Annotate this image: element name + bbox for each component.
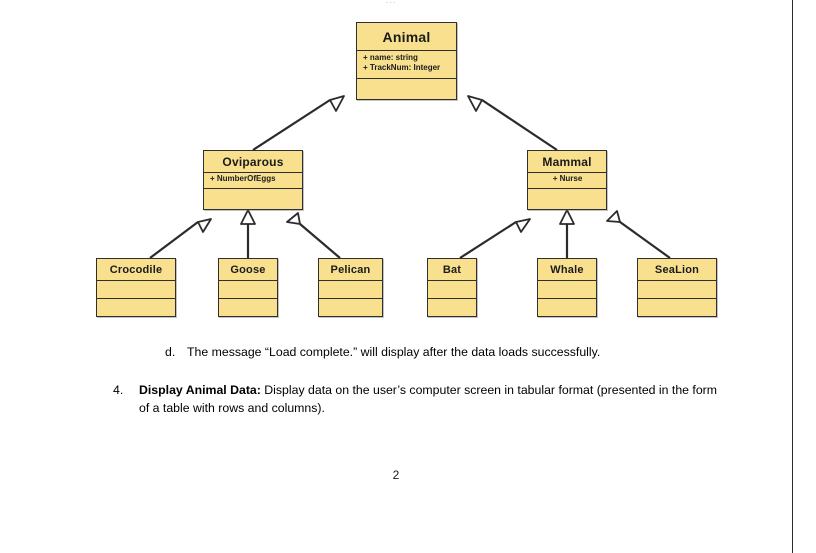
generalization-mammal-to-animal [467,95,558,151]
uml-class-diagram: Animal + name: string + TrackNum: Intege… [96,22,717,317]
uml-operations-goose [219,299,277,317]
list-item-d: d. The message “Load complete.” will disp… [165,344,725,361]
generalization-whale-to-mammal [559,209,575,258]
uml-class-name-animal: Animal [357,23,456,51]
uml-operations-bat [428,299,476,317]
uml-operations-crocodile [97,299,175,317]
list-marker-4: 4. [113,383,124,397]
uml-class-name-pelican: Pelican [319,259,382,281]
uml-class-name-bat: Bat [428,259,476,281]
uml-class-name-sealion: SeaLion [638,259,716,281]
uml-attribute: + NumberOfEggs [210,174,276,183]
uml-class-name-whale: Whale [538,259,596,281]
uml-attributes-whale [538,281,596,299]
uml-operations-oviparous [204,189,302,209]
uml-attributes-goose [219,281,277,299]
uml-class-name-oviparous: Oviparous [204,151,302,173]
uml-class-name-crocodile: Crocodile [97,259,175,281]
generalization-goose-to-oviparous [240,209,256,258]
uml-class-crocodile[interactable]: Crocodile [96,258,176,317]
generalization-crocodile-to-oviparous [149,218,212,259]
uml-class-oviparous[interactable]: Oviparous + NumberOfEggs [203,150,303,210]
clipped-top-text: … [385,0,425,3]
uml-operations-pelican [319,299,382,317]
uml-attributes-crocodile [97,281,175,299]
uml-class-whale[interactable]: Whale [537,258,597,317]
uml-operations-mammal [528,189,606,209]
uml-attributes-mammal: + Nurse [528,173,606,189]
uml-attributes-bat [428,281,476,299]
uml-attributes-sealion [638,281,716,299]
uml-class-bat[interactable]: Bat [427,258,477,317]
uml-operations-sealion [638,299,716,317]
uml-class-goose[interactable]: Goose [218,258,278,317]
generalization-sealion-to-mammal [606,210,671,259]
uml-class-sealion[interactable]: SeaLion [637,258,717,317]
uml-class-mammal[interactable]: Mammal + Nurse [527,150,607,210]
uml-attribute: + Nurse [552,174,583,183]
generalization-pelican-to-oviparous [286,212,341,259]
page-number: 2 [392,468,400,482]
uml-attribute: + name: string [363,53,418,62]
uml-attributes-animal: + name: string + TrackNum: Integer [357,51,456,79]
uml-attribute: + TrackNum: Integer [363,63,441,72]
uml-operations-whale [538,299,596,317]
uml-connector-layer [149,95,671,259]
uml-class-name-mammal: Mammal [528,151,606,173]
uml-attributes-oviparous: + NumberOfEggs [204,173,302,189]
page-edge-line [792,0,793,553]
list-item-d-text: The message “Load complete.” will displa… [187,345,601,359]
uml-class-pelican[interactable]: Pelican [318,258,383,317]
uml-class-animal[interactable]: Animal + name: string + TrackNum: Intege… [356,22,457,100]
list-item-4-text: Display data on the user’s computer scre… [139,383,718,415]
list-marker-d: d. [165,345,176,359]
uml-operations-animal [357,79,456,99]
generalization-bat-to-mammal [459,218,531,259]
uml-class-name-goose: Goose [219,259,277,281]
uml-attributes-pelican [319,281,382,299]
generalization-oviparous-to-animal [252,95,345,151]
list-item-4-heading: Display Animal Data: [139,383,261,397]
list-item-4: Display Animal Data: Display data on the… [139,381,724,417]
